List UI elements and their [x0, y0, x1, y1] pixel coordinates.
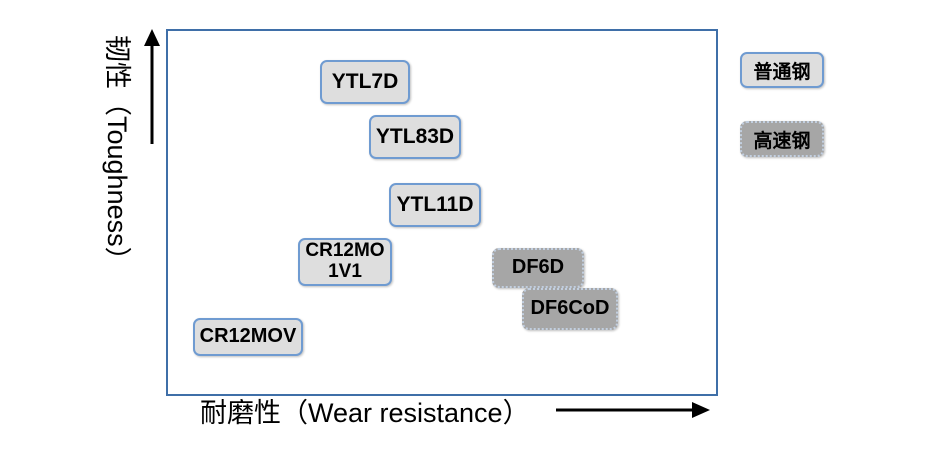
y-axis-arrow-icon — [139, 28, 165, 146]
x-axis-title: 耐磨性（Wear resistance） — [200, 398, 530, 428]
x-axis-arrow-icon — [556, 398, 711, 422]
data-node-label: YTL7D — [331, 69, 399, 93]
data-node-ytl83d[interactable]: YTL83D — [369, 115, 461, 159]
legend-item-high-speed-steel[interactable]: 高速钢 — [740, 121, 824, 157]
y-axis-title: 韧性（Toughness） — [102, 35, 133, 274]
data-node-label: YTL11D — [396, 192, 474, 216]
data-node-df6cod[interactable]: DF6CoD — [522, 288, 618, 330]
data-node-df6d[interactable]: DF6D — [492, 248, 584, 288]
data-node-ytl7d[interactable]: YTL7D — [320, 60, 410, 104]
data-node-label-line-2: 1V1 — [328, 261, 362, 282]
data-node-label: YTL83D — [375, 124, 455, 148]
data-node-label-line-1: CR12MO — [305, 240, 385, 262]
data-node-cr12mov[interactable]: CR12MOV — [193, 318, 303, 356]
legend-label: 高速钢 — [753, 130, 811, 152]
data-node-label: CR12MOV — [199, 325, 297, 348]
data-node-cr12mo1v1[interactable]: CR12MO 1V1 — [298, 238, 392, 286]
legend-label: 普通钢 — [753, 61, 811, 83]
data-node-label: DF6D — [511, 256, 565, 279]
data-node-ytl11d[interactable]: YTL11D — [389, 183, 481, 227]
data-node-label: DF6CoD — [530, 297, 610, 320]
legend-item-ordinary-steel[interactable]: 普通钢 — [740, 52, 824, 88]
